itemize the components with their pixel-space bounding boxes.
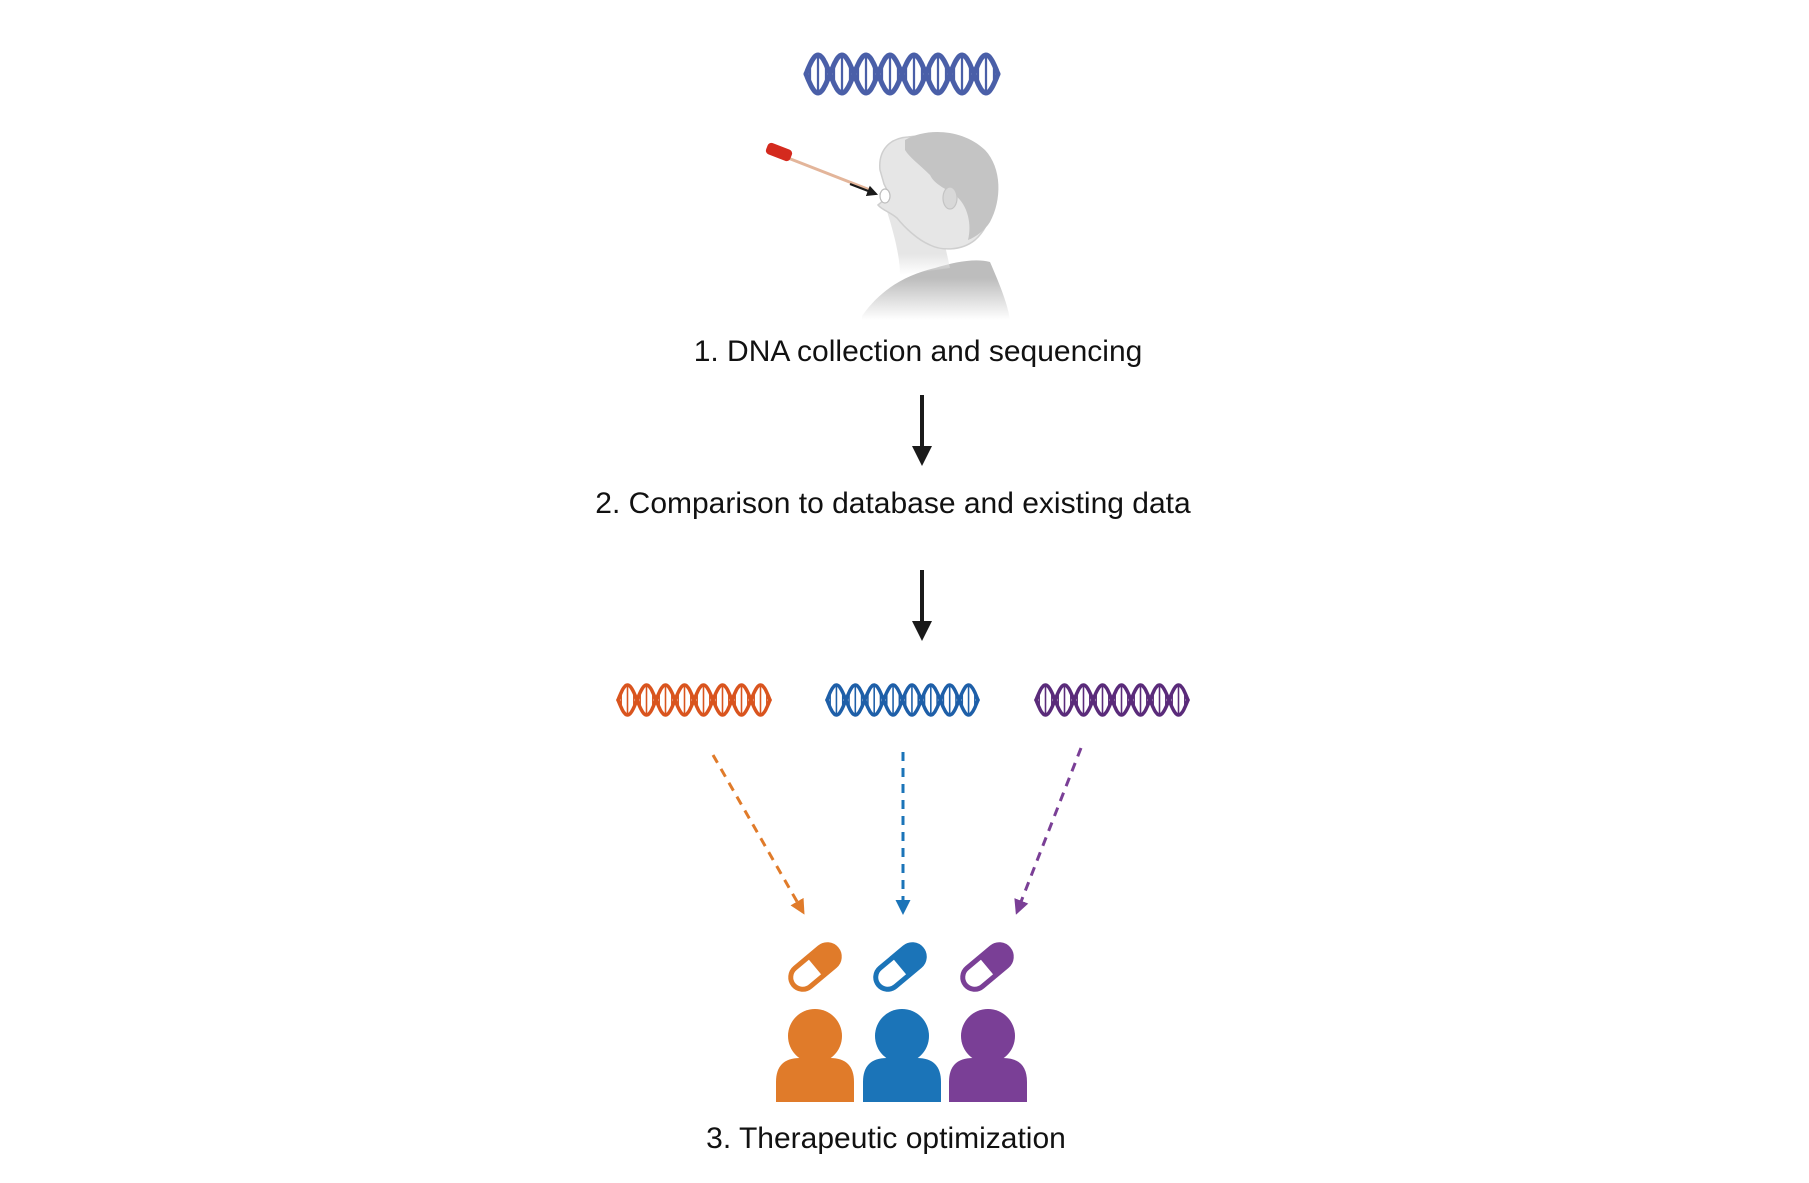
dna-strand xyxy=(803,52,1001,96)
dna-variant-orange-icon xyxy=(616,683,772,717)
person-icon-purple xyxy=(949,1009,1027,1102)
person-icon-orange xyxy=(776,1009,854,1102)
step-2-label: 2. Comparison to database and existing d… xyxy=(595,487,1191,520)
dashed-arrow-purple xyxy=(1014,747,1083,915)
dna-strand xyxy=(1034,683,1190,717)
cotton-swab-icon xyxy=(765,142,879,196)
capsule-icon-blue xyxy=(873,942,927,992)
person-swab-icon xyxy=(862,131,1010,320)
dna-icon xyxy=(803,52,1001,96)
dashed-arrow-orange xyxy=(711,754,805,915)
capsule-icon-purple xyxy=(960,942,1014,992)
dna-variant-purple-icon xyxy=(1034,683,1190,717)
dna-variant-blue-icon xyxy=(825,683,980,717)
step-3-label: 3. Therapeutic optimization xyxy=(706,1122,1066,1155)
dna-strand xyxy=(616,683,772,717)
capsule-icon-orange xyxy=(788,942,842,992)
person-icon-blue xyxy=(863,1009,941,1102)
dna-strand xyxy=(825,683,980,717)
step-1-label: 1. DNA collection and sequencing xyxy=(693,335,1143,368)
